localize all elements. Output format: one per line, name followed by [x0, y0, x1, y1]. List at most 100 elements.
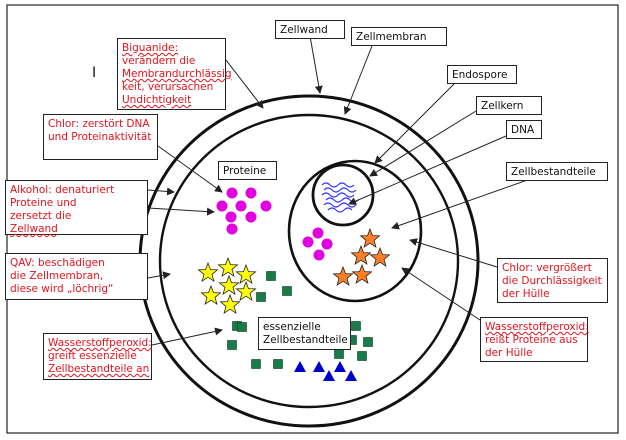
yellow-star	[200, 284, 222, 306]
square-group	[227, 271, 373, 369]
dna-strand	[327, 207, 353, 213]
star-group-yellow	[197, 256, 257, 315]
triangle-group	[294, 361, 357, 381]
protein-dot	[225, 211, 237, 223]
label-proteine: Proteine	[218, 161, 277, 180]
annotation-line: Chlor: zerstört DNA	[48, 118, 150, 130]
cell-wall-outline	[138, 94, 480, 428]
annotation-line: die Durchlässigkeit	[502, 275, 602, 287]
connector-zellmembran	[343, 45, 373, 115]
label-zellmembran: Zellmembran	[351, 27, 447, 46]
label-zellwand: Zellwand	[275, 20, 345, 39]
green-square	[227, 340, 237, 350]
text-cursor-mark: I	[92, 65, 97, 81]
protein-dot	[216, 200, 228, 212]
protein-dot	[226, 187, 238, 199]
connector-chlor-left	[157, 145, 223, 193]
annotation-line: Wasserstoffperoxid:	[485, 321, 589, 333]
dna-strands	[321, 182, 359, 213]
cell-membrane-outline	[158, 113, 460, 409]
annotation-line: zersetzt die	[10, 210, 72, 222]
annotation-wasserstoffperoxid-right: Wasserstoffperoxid: reißt Proteine aus d…	[480, 317, 589, 362]
protein-dot	[321, 238, 333, 250]
green-square	[363, 337, 373, 347]
orange-star	[351, 263, 373, 285]
protein-dot	[245, 187, 257, 199]
green-square	[273, 359, 283, 369]
annotation-qav: QAV: beschädigen die Zellmembran, diese …	[5, 253, 148, 300]
protein-dot	[312, 227, 324, 239]
annotation-chlor-right: Chlor: vergrößert die Durchlässigkeit de…	[497, 258, 608, 303]
yellow-star	[218, 274, 240, 296]
annotation-wasserstoffperoxid-left: Wasserstoffperoxid: greift essenzielle Z…	[43, 333, 152, 380]
protein-dot	[260, 200, 272, 212]
green-square	[282, 286, 292, 296]
annotation-line: Membrandurchlässig	[122, 68, 232, 80]
protein-dot	[226, 223, 238, 235]
green-square	[251, 359, 261, 369]
green-square	[334, 349, 344, 359]
annotation-line: verändern die	[122, 55, 196, 67]
dna-strand	[323, 202, 357, 208]
star-group-orange	[332, 227, 391, 287]
connector-alkohol-wall	[147, 187, 175, 196]
dna-strand	[321, 192, 355, 198]
annotation-line: Wasserstoffperoxid:	[48, 337, 152, 349]
label-zellbestandteile: Zellbestandteile	[506, 162, 608, 181]
annotation-line: der Hülle	[485, 347, 533, 359]
annotation-line: Undichtigkeit	[122, 94, 192, 106]
orange-star	[332, 265, 354, 287]
protein-dot	[245, 211, 257, 223]
annotation-line: Proteine und	[10, 197, 77, 209]
dna-strand	[325, 197, 359, 203]
connector-alkohol-proteins	[147, 207, 215, 216]
annotation-line: greift essenzielle	[48, 350, 137, 362]
annotation-line: Zellbestandteile an	[48, 363, 150, 375]
dna-strand	[321, 182, 355, 188]
protein-dot	[302, 236, 314, 248]
green-square	[256, 292, 266, 302]
connector-zellkern	[369, 110, 477, 177]
annotation-line: Biguanide:	[122, 42, 179, 54]
annotation-biguanide: Biguanide: verändern die Membrandurchläs…	[117, 38, 232, 110]
connector-wasserstoff-right	[401, 267, 481, 321]
annotation-line: Zellwand	[10, 223, 58, 235]
label-zellbestandteile-line: Zellbestandteile	[263, 334, 348, 346]
yellow-star	[217, 256, 239, 278]
blue-triangle	[313, 361, 325, 372]
connector-qav	[147, 271, 171, 280]
yellow-star	[235, 263, 257, 285]
blue-triangle	[323, 370, 335, 381]
label-endospore: Endospore	[447, 65, 517, 84]
label-essenzielle-zellbestandteile: essenzielle Zellbestandteile	[258, 317, 351, 350]
blue-triangle	[294, 361, 306, 372]
endospore-outline	[287, 159, 423, 303]
green-square	[357, 351, 367, 361]
orange-star	[350, 244, 372, 266]
annotation-line: QAV: beschädigen	[10, 257, 105, 269]
annotation-line: diese wird „löchrig“	[10, 283, 114, 295]
connector-biguanide	[225, 59, 264, 109]
connector-zellbestandteile	[391, 177, 534, 230]
green-square	[266, 271, 276, 281]
label-essenzielle-line: essenzielle	[263, 321, 321, 333]
annotation-line: die Zellmembran,	[10, 270, 104, 282]
annotation-line: Alkohol: denaturiert	[10, 184, 115, 196]
yellow-star	[235, 280, 257, 302]
blue-triangle	[334, 361, 346, 372]
orange-star	[369, 246, 391, 268]
blue-triangle	[345, 370, 357, 381]
connector-endospore	[374, 82, 456, 164]
yellow-star	[219, 293, 241, 315]
orange-star	[359, 227, 381, 249]
yellow-star	[197, 261, 219, 283]
green-square	[237, 322, 247, 332]
protein-group-endospore	[302, 227, 333, 261]
connector-wasserstoff-left	[151, 327, 223, 346]
annotation-chlor-left: Chlor: zerstört DNA und Proteinaktivität	[43, 114, 158, 160]
protein-dot	[313, 249, 325, 261]
protein-group-cytoplasm	[216, 187, 272, 235]
annotation-line: Chlor: vergrößert	[502, 262, 592, 274]
